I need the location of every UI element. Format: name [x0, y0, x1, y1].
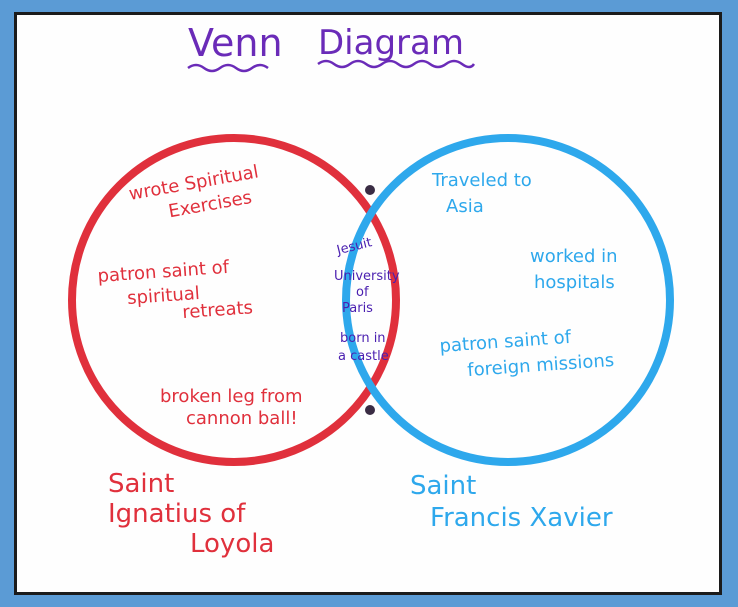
left-item-patron-retreats-line: retreats	[182, 297, 254, 323]
left-item-patron-retreats-line: spiritual	[126, 283, 200, 309]
right-circle	[342, 134, 674, 466]
right-item-traveled-asia: Traveled to Asia	[431, 170, 538, 217]
title-word-venn: Venn	[188, 21, 283, 65]
left-circle	[68, 134, 400, 466]
overlap-point-bottom	[365, 405, 375, 415]
left-item-patron-retreats-line: patron saint of	[97, 257, 230, 287]
intersection-item-born-castle: born in a castle	[338, 331, 390, 364]
left-items: wrote Spiritual Exercises patron saint o…	[97, 160, 308, 429]
left-set-label: Saint Ignatius of Loyola	[108, 469, 274, 559]
left-set-label-text: Saint Ignatius of Loyola	[108, 469, 274, 559]
diagram-title: Venn Diagram	[187, 21, 476, 73]
left-item-spiritual-exercises: wrote Spiritual Exercises	[127, 160, 270, 228]
title-word-diagram: Diagram	[318, 23, 464, 63]
overlap-point-top	[365, 185, 375, 195]
right-items: Traveled to Asia worked in hospitals pat…	[431, 170, 623, 383]
intersection-items: Jesuit University of Paris born in a cas…	[334, 235, 404, 364]
left-item-patron-retreats: patron saint ofspiritualretreats	[97, 255, 254, 328]
right-item-worked-hospitals: worked in hospitals	[530, 246, 623, 293]
paper-sheet	[14, 12, 722, 595]
right-set-label-text: Saint Francis Xavier	[410, 471, 613, 533]
right-set-label: Saint Francis Xavier	[410, 471, 613, 533]
right-item-foreign-missions: patron saint of foreign missions	[439, 324, 615, 383]
left-item-broken-leg: broken leg from cannon ball!	[160, 386, 308, 429]
intersection-item-university-paris: University of Paris	[334, 269, 404, 316]
title-underline-diagram	[317, 59, 476, 69]
title-underline-venn	[187, 63, 269, 73]
